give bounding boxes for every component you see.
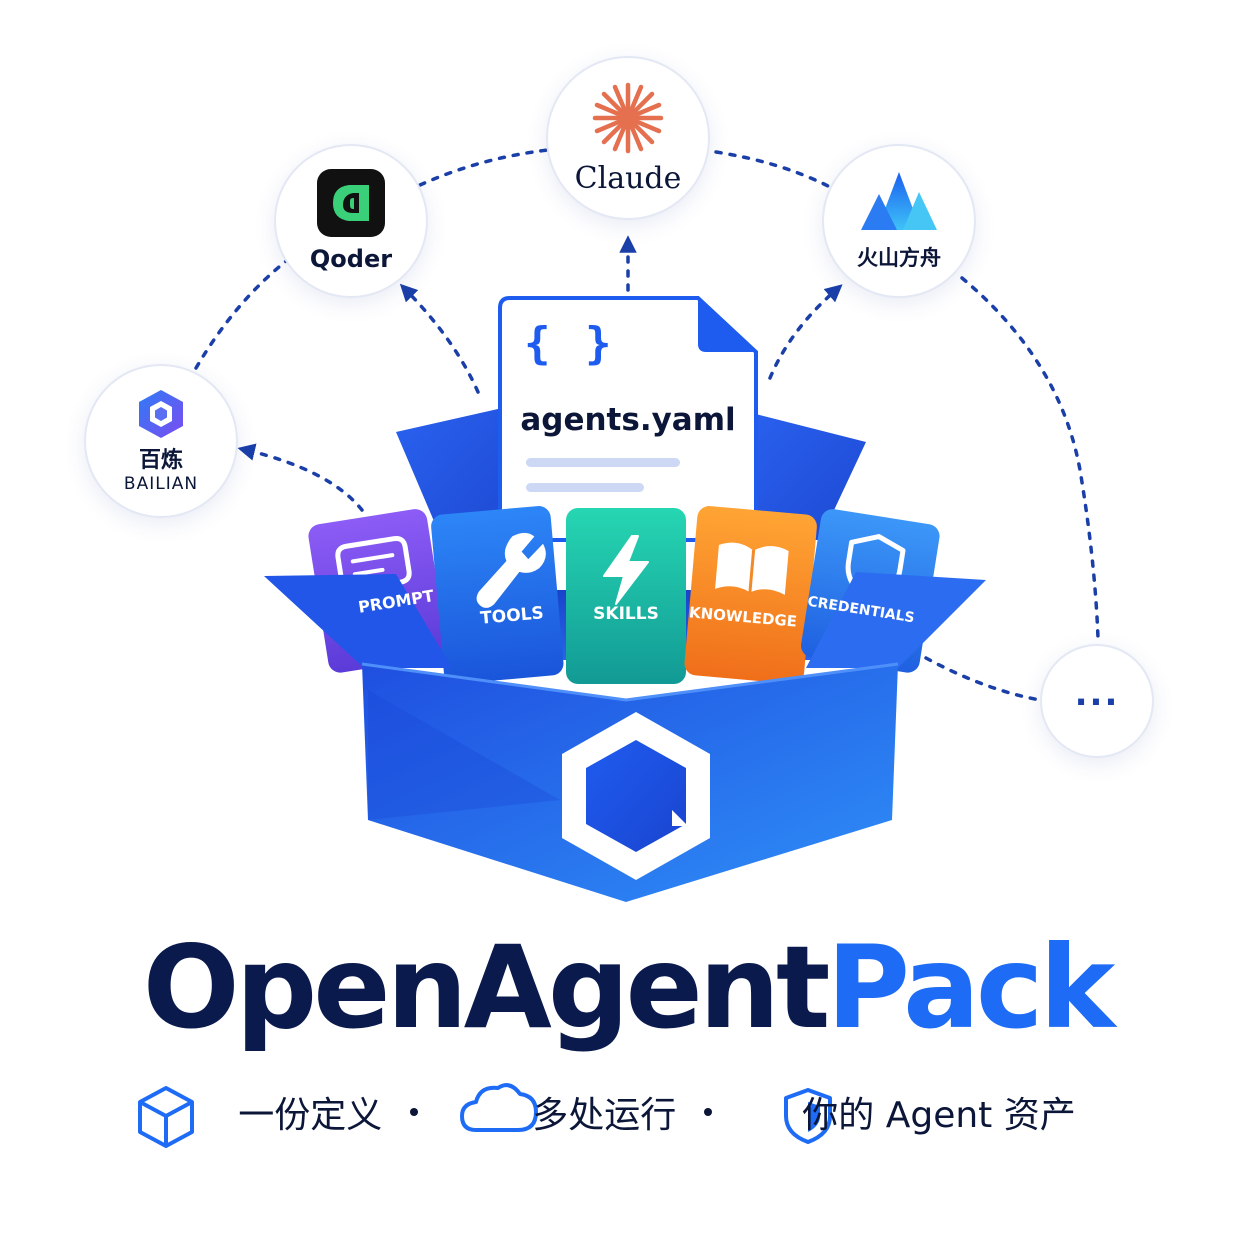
push-arrows	[237, 235, 843, 512]
cloud-icon	[460, 1083, 538, 1132]
box-front-flap-left	[264, 574, 452, 668]
platform-volcano: 火山方舟	[822, 144, 976, 298]
yaml-file-name: agents.yaml	[520, 402, 736, 438]
cube-icon	[138, 1086, 194, 1148]
tagline-separator	[410, 1108, 419, 1116]
wrench-icon	[476, 532, 546, 608]
platform-claude: Claude	[546, 56, 710, 220]
book-icon	[715, 542, 789, 595]
orbit-connectors	[194, 148, 1100, 702]
shield-check-icon	[784, 1088, 832, 1144]
platform-bailian: 百炼 BAILIAN	[84, 364, 238, 518]
box-back-flap-right	[740, 410, 866, 540]
claude-star-icon	[592, 82, 664, 153]
openagentpack-logo-icon	[562, 712, 710, 880]
brand-title-openagent: OpenAgent	[142, 921, 831, 1054]
bailian-logo-icon	[139, 390, 183, 438]
platform-sublabel-bailian: BAILIAN	[123, 474, 199, 494]
tagline-item-define: 一份定义	[238, 1095, 383, 1136]
volcano-engine-logo-icon	[861, 172, 937, 230]
tagline-item-asset: 你的 Agent 资产	[802, 1095, 1076, 1136]
platform-label-more: ...	[1074, 674, 1120, 714]
box-back-flap-left	[396, 404, 520, 540]
card-label-skills: SKILLS	[593, 604, 659, 624]
lightning-icon	[603, 535, 649, 605]
tagline-item-run: 多处运行	[532, 1095, 677, 1136]
tagline: 一份定义 多处运行 你的 Agent 资产	[0, 1080, 1254, 1144]
tagline-separator	[704, 1108, 713, 1116]
platform-label-bailian: 百炼	[138, 448, 183, 473]
platform-more: ...	[1040, 644, 1154, 758]
brand-title-pack: Pack	[826, 921, 1115, 1054]
brand-title: OpenAgentPack	[0, 918, 1254, 1058]
platform-qoder: Qoder	[274, 144, 428, 298]
platform-label-volcano: 火山方舟	[857, 246, 941, 270]
platform-label-claude: Claude	[574, 160, 682, 196]
card-skills	[566, 508, 686, 684]
card-knowledge	[684, 506, 817, 684]
qoder-logo-icon	[317, 169, 385, 237]
yaml-braces-icon: { }	[524, 318, 616, 369]
card-tools	[431, 506, 564, 684]
platform-label-qoder: Qoder	[309, 245, 393, 273]
yaml-file	[498, 296, 758, 542]
box-front-flap-right	[806, 572, 986, 668]
